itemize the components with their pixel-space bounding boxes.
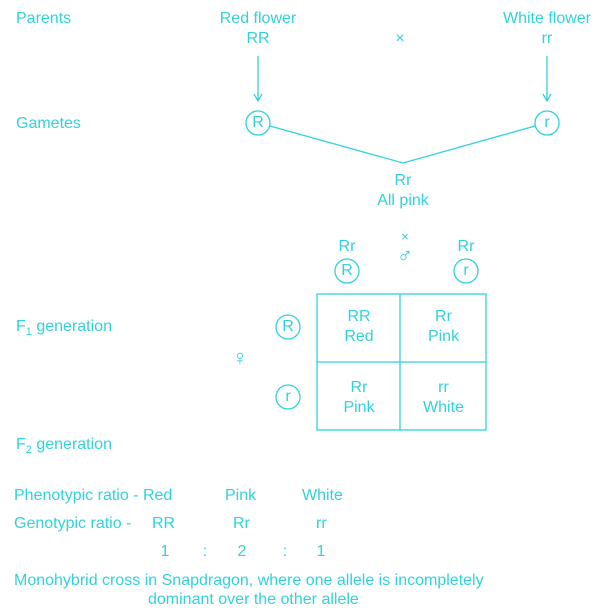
punnett-cell-Rr-bottom-genotype: Rr [350,379,368,396]
male-gamete-circle-R [334,258,360,284]
f2-prefix: F [16,436,26,453]
ratio-number-1: 1 [160,543,170,560]
ratio-number-2: 2 [237,543,247,560]
white-flower-label: White flower [502,10,592,27]
male-gamete-r-text: r [463,262,469,279]
f1-right-parent: Rr [457,238,475,255]
caption-line-1: Monohybrid cross in Snapdragon, where on… [14,572,484,589]
punnett-cell-Rr-top-genotype: Rr [435,308,452,325]
arrowhead-white [542,93,552,103]
red-genotype: RR [246,30,270,47]
ratio-colon-1: : [202,543,208,560]
arrowhead-red [253,93,263,103]
f1-phenotype: All pink [377,192,429,209]
male-symbol-icon: ♂ [396,243,414,268]
gametes-label: Gametes [16,115,81,132]
f1-prefix: F [16,318,26,335]
f2-generation-label: F2 generation [16,436,112,456]
parents-label: Parents [16,10,72,27]
f2-subscript: 2 [25,444,32,456]
punnett-cell-RR-phenotype: Red [344,328,374,345]
female-gamete-r-text: r [285,388,291,405]
female-gamete-circle-r [275,384,301,410]
male-gamete-R-text: R [341,262,353,279]
parents-cross-symbol: × [395,30,405,47]
fusion-lines [269,125,536,164]
f1-left-parent: Rr [338,238,356,255]
f1-genotype: Rr [394,172,412,189]
genotypic-ratio-label: Genotypic ratio - [14,515,132,532]
genotypic-rr: rr [316,515,327,532]
punnett-cell-Rr-bottom-phenotype: Pink [343,399,375,416]
female-symbol-icon: ♀ [231,345,249,370]
punnett-cell-rr-genotype: rr [438,379,449,396]
ratio-number-3: 1 [316,543,326,560]
gamete-circle-r [534,110,560,136]
female-gamete-circle-R [275,314,301,340]
f1-subscript: 1 [25,326,32,338]
punnett-cell-rr-phenotype: White [423,399,464,416]
caption-line-2: dominant over the other allele [148,591,359,608]
genotypic-Rr: Rr [233,515,250,532]
f2-suffix: generation [31,436,112,453]
phenotypic-ratio-label: Phenotypic ratio - Red [14,487,173,504]
gamete-circle-R [245,110,271,136]
phenotypic-pink: Pink [225,487,257,504]
red-flower-label: Red flower [219,10,297,27]
f1-cross-symbol: × [401,229,409,244]
male-gamete-circle-r [453,258,479,284]
f1-suffix: generation [31,318,112,335]
phenotypic-white: White [302,487,343,504]
genotypic-RR: RR [152,515,176,532]
gamete-R-text: R [252,114,264,131]
female-gamete-R-text: R [282,318,294,335]
punnett-cell-RR-genotype: RR [347,308,371,325]
ratio-colon-2: : [282,543,288,560]
gamete-r-text: r [544,114,550,131]
punnett-cell-Rr-top-phenotype: Pink [427,328,460,345]
white-genotype: rr [541,30,553,47]
f1-generation-label: F1 generation [16,318,112,338]
